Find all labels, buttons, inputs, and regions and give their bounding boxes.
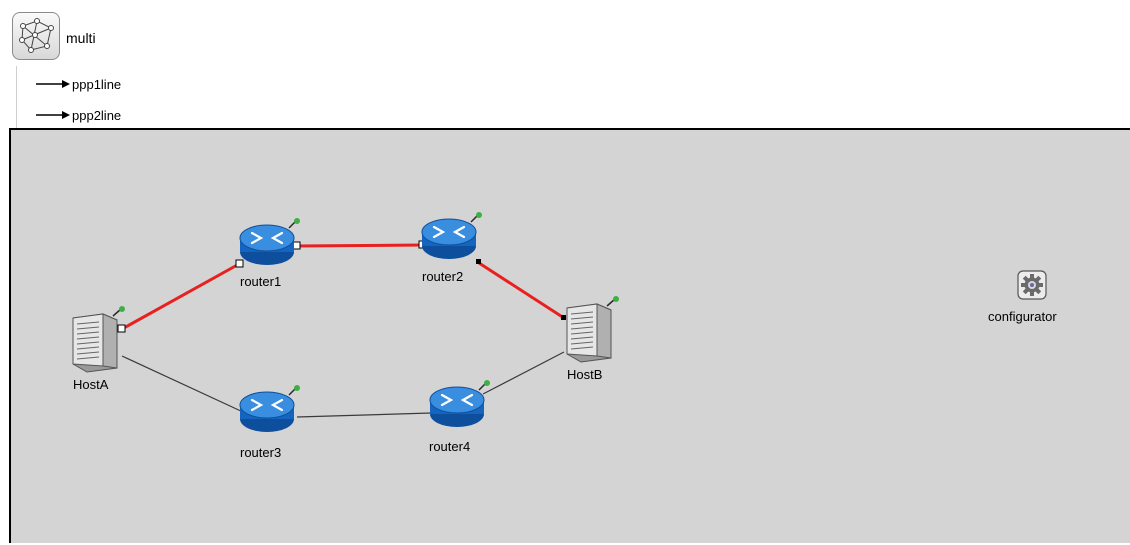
server-icon: [72, 306, 125, 373]
router4-node[interactable]: [429, 380, 493, 433]
gear-icon: [1017, 270, 1047, 300]
hostb-label: HostB: [567, 367, 603, 382]
gate-marker: [117, 324, 126, 333]
gate-marker: [235, 259, 244, 268]
link-router3-router4[interactable]: [296, 412, 432, 418]
gate-marker: [476, 259, 481, 264]
arrow-right-icon: [36, 111, 70, 119]
channel-label: ppp1line: [72, 76, 122, 92]
channel-label: ppp2line: [72, 107, 122, 123]
channel-item-ppp2line[interactable]: ppp2line: [36, 106, 121, 124]
link-hosta-router3[interactable]: [121, 355, 244, 413]
network-name[interactable]: multi: [66, 30, 96, 46]
network-canvas[interactable]: router1 router2 router3: [9, 128, 1130, 543]
router-icon: [429, 380, 490, 427]
router1-label: router1: [240, 274, 282, 289]
hosta-label: HostA: [73, 377, 109, 392]
network-graph-icon: [19, 18, 54, 53]
tree-connector: [16, 66, 17, 128]
links-layer: [117, 240, 566, 418]
server-icon: [566, 296, 619, 363]
router3-label: router3: [240, 445, 282, 460]
link-hosta-router1[interactable]: [121, 262, 240, 331]
gate-marker: [561, 315, 566, 320]
network-module-icon[interactable]: [12, 12, 60, 60]
link-router2-hostb[interactable]: [478, 261, 565, 320]
configurator-node[interactable]: [1017, 270, 1047, 303]
router-icon: [421, 212, 482, 259]
arrow-right-icon: [36, 80, 70, 88]
hosta-node[interactable]: [69, 306, 129, 377]
link-router1-router2[interactable]: [295, 243, 424, 248]
configurator-label: configurator: [988, 309, 1057, 324]
router-icon: [239, 385, 300, 432]
router3-node[interactable]: [239, 385, 303, 438]
router-icon: [239, 218, 300, 265]
channel-item-ppp1line[interactable]: ppp1line: [36, 75, 121, 93]
router1-node[interactable]: [239, 218, 303, 271]
hostb-node[interactable]: [563, 296, 623, 367]
router4-label: router4: [429, 439, 471, 454]
router2-label: router2: [422, 269, 464, 284]
link-router4-hostb[interactable]: [482, 351, 565, 395]
router2-node[interactable]: [421, 212, 485, 265]
